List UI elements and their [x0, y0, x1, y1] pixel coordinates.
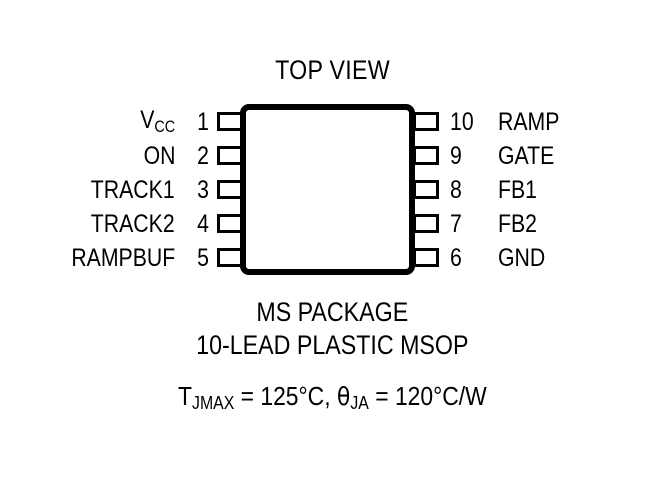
theta-value: = 120°C/W [368, 381, 487, 411]
pin-row-left-5: RAMPBUF 5 [0, 243, 211, 272]
pin-row-left-2: ON 2 [0, 141, 211, 170]
package-body-outline [240, 104, 415, 275]
thermal-spec-text: TJMAX = 125°C, θJA = 120°C/W [178, 381, 487, 414]
package-name-caption: MS PACKAGE [0, 297, 665, 327]
pin-row-left-1: VCC 1 [0, 107, 211, 137]
pin-label-4: TRACK2 [91, 209, 175, 238]
pin-row-left-3: TRACK1 3 [0, 175, 211, 204]
pin-label-5: RAMPBUF [71, 243, 175, 272]
pin-label-9: GATE [498, 141, 555, 170]
pin-label-6: GND [498, 243, 546, 272]
pin-lead-8 [413, 180, 439, 199]
pin-number-9: 9 [450, 141, 462, 170]
pin-label-3: TRACK1 [91, 175, 175, 204]
pin-row-right-9: 9 GATE [450, 141, 665, 170]
pin-label-1: VCC [139, 106, 175, 137]
pin-row-right-8: 8 FB1 [450, 175, 665, 204]
pin-row-right-10: 10 RAMP [450, 107, 665, 136]
pin-row-right-7: 7 FB2 [450, 209, 665, 238]
tj-subscript: JMAX [192, 393, 235, 413]
pin-lead-10 [413, 112, 439, 131]
pin-number-1: 1 [197, 107, 209, 136]
pin-label-2: ON [143, 141, 175, 170]
pin-number-2: 2 [197, 141, 209, 170]
pin-number-5: 5 [197, 243, 209, 272]
pin-label-8: FB1 [498, 175, 537, 204]
pin-lead-9 [413, 146, 439, 165]
theta-subscript: JA [350, 393, 369, 413]
package-name-text: MS PACKAGE [256, 297, 409, 327]
tj-value: = 125°C, [234, 381, 338, 411]
package-description-caption: 10-LEAD PLASTIC MSOP [0, 330, 665, 360]
top-view-title: TOP VIEW [275, 55, 390, 85]
pin-number-6: 6 [450, 243, 462, 272]
pin-number-4: 4 [197, 209, 209, 238]
package-description-text: 10-LEAD PLASTIC MSOP [196, 330, 469, 360]
pin-lead-7 [413, 214, 439, 233]
pin-label-10: RAMP [498, 107, 560, 136]
pin-label-subscript-1: CC [154, 117, 175, 136]
pin-number-10: 10 [450, 107, 474, 136]
theta-symbol: θ [337, 382, 351, 411]
thermal-spec-caption: TJMAX = 125°C, θJA = 120°C/W [0, 381, 665, 414]
pin-row-left-4: TRACK2 4 [0, 209, 211, 238]
pin-label-base-1: V [139, 106, 155, 134]
pin-row-right-6: 6 GND [450, 243, 665, 272]
pin-label-7: FB2 [498, 209, 537, 238]
pin-number-8: 8 [450, 175, 462, 204]
tj-symbol: T [178, 381, 193, 411]
pin-lead-6 [413, 248, 439, 267]
pin-number-3: 3 [197, 175, 209, 204]
pin-number-7: 7 [450, 209, 462, 238]
